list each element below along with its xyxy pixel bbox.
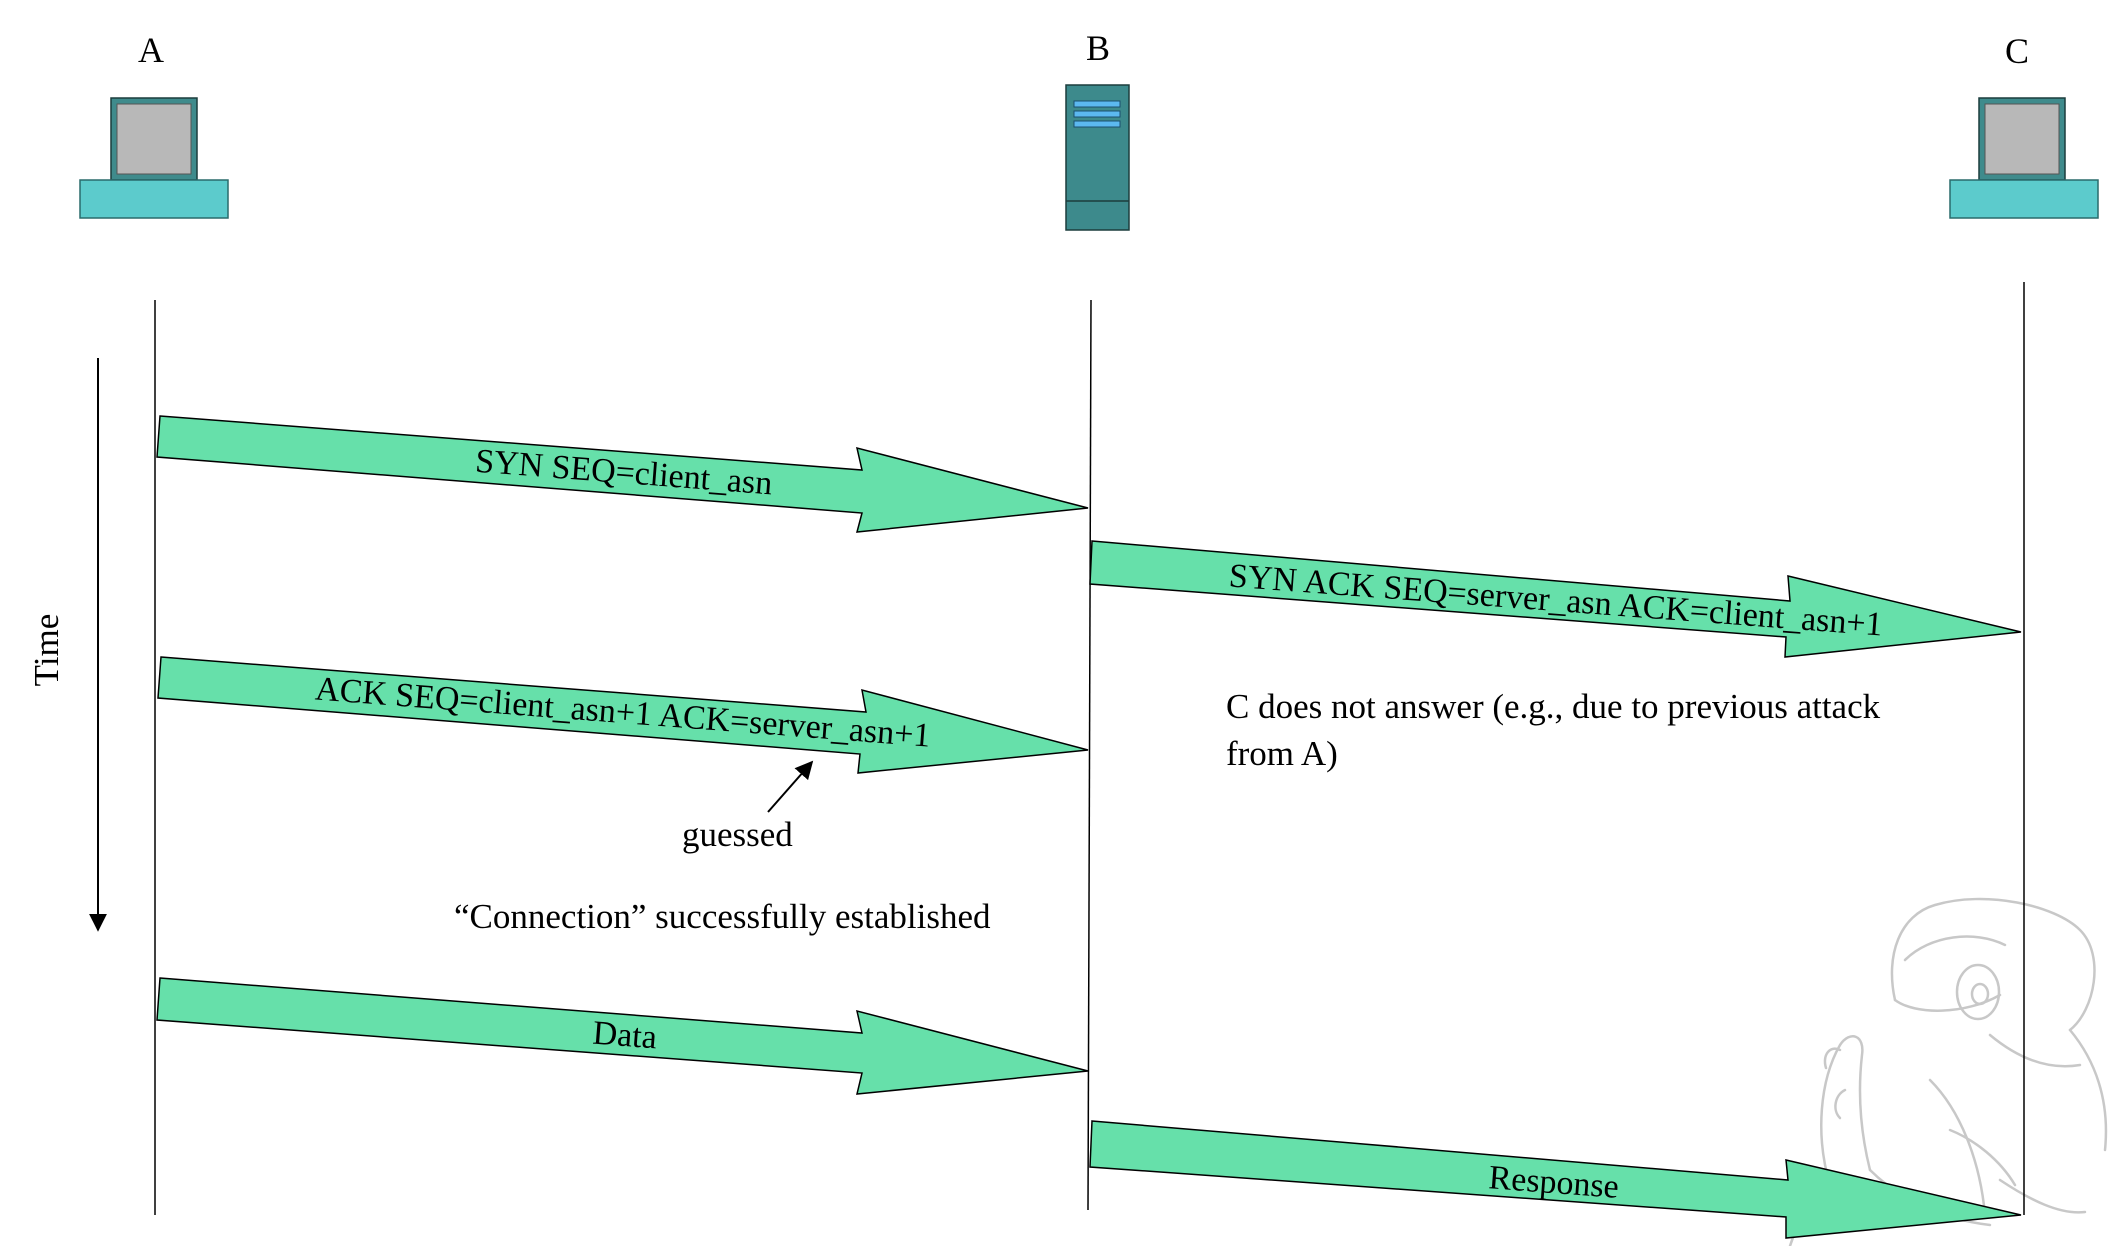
- guessed-annotation: guessed: [682, 760, 814, 854]
- message-label: SYN ACK SEQ=server_asn ACK=client_asn+1: [1228, 558, 1884, 644]
- guessed-pointer-arrow: [767, 760, 814, 813]
- guessed-label: guessed: [682, 815, 793, 854]
- message-syn-ack: SYN ACK SEQ=server_asn ACK=client_asn+1: [1089, 540, 2022, 658]
- message-data: Data: [156, 977, 1089, 1095]
- monitor-screen: [116, 103, 192, 175]
- server-slot: [1073, 110, 1121, 118]
- node-c: C: [1949, 31, 2099, 219]
- computer-base: [79, 179, 229, 219]
- c-note-line-1: C does not answer (e.g., due to previous…: [1226, 687, 1881, 726]
- message-syn: SYN SEQ=client_asn: [156, 415, 1089, 533]
- monitor-screen: [1984, 103, 2060, 175]
- arrow-body: [156, 977, 1089, 1095]
- computer-base: [1949, 179, 2099, 219]
- server-slot: [1073, 100, 1121, 108]
- node-b-label: B: [1086, 28, 1110, 68]
- message-label: Data: [591, 1015, 658, 1057]
- server-body: [1065, 84, 1130, 231]
- node-a: A: [79, 30, 229, 219]
- lifeline-b: [1087, 299, 1092, 1211]
- server-slot: [1073, 120, 1121, 128]
- arrow-body: [1089, 540, 2022, 658]
- arrow-body: [1089, 1120, 2022, 1239]
- server-icon: [1065, 84, 1130, 231]
- time-axis-label: Time: [27, 614, 66, 687]
- connection-established-note: “Connection” successfully established: [454, 897, 991, 936]
- message-label: ACK SEQ=client_asn+1 ACK=server_asn+1: [314, 670, 932, 754]
- arrow-body: [157, 656, 1089, 774]
- c-note-line-2: from A): [1226, 734, 1338, 773]
- computer-icon: [1949, 97, 2099, 219]
- message-ack: ACK SEQ=client_asn+1 ACK=server_asn+1: [157, 656, 1089, 774]
- c-no-answer-note: C does not answer (e.g., due to previous…: [1226, 687, 1881, 773]
- node-b: B: [1065, 28, 1130, 231]
- computer-icon: [79, 97, 229, 219]
- node-a-label: A: [138, 30, 164, 70]
- arrow-body: [156, 415, 1089, 533]
- node-c-label: C: [2005, 31, 2029, 71]
- time-axis: Time: [27, 358, 107, 932]
